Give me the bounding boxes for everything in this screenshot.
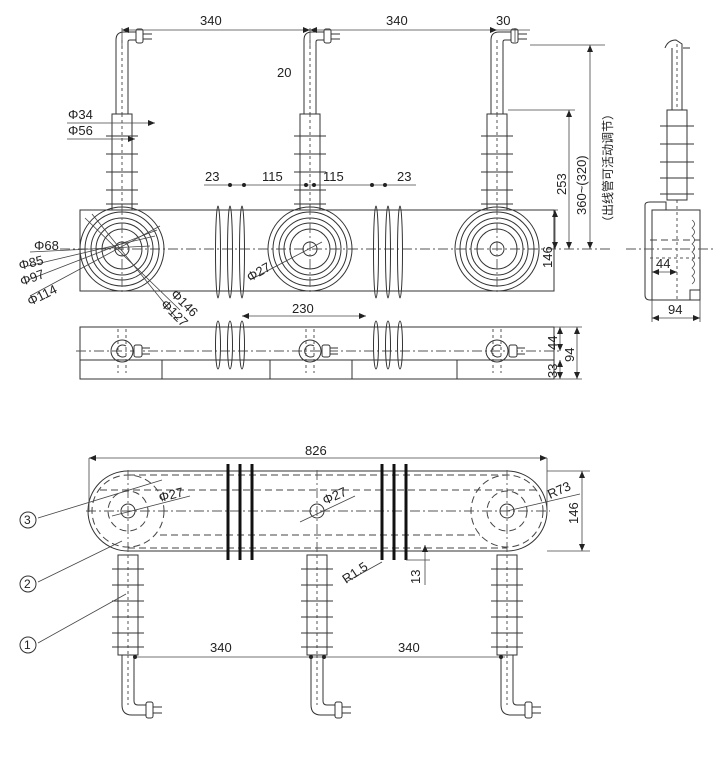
dim-front-44: 44	[545, 336, 560, 350]
dim-phi68: Φ68	[34, 238, 59, 253]
dim-826: 826	[305, 443, 327, 458]
dim-360-320: 360~(320)	[574, 155, 589, 215]
callout-3: 3	[19, 511, 37, 529]
dim-20: 20	[277, 65, 291, 80]
dim-side-44: 44	[656, 256, 670, 271]
dim-340-left: 340	[200, 13, 222, 28]
dim-phi56: Φ56	[68, 123, 93, 138]
dim-phi27-bottom-mid: Φ27	[320, 484, 349, 508]
dim-340-right: 340	[386, 13, 408, 28]
dim-146-bottom: 146	[566, 502, 581, 524]
dim-13: 13	[408, 570, 423, 584]
svg-text:2: 2	[24, 577, 31, 591]
note-outlet-adjustable: （出线管可活动调节）	[600, 108, 615, 228]
callout-2: 2	[19, 575, 37, 593]
dim-phi34: Φ34	[68, 107, 93, 122]
dim-front-94: 94	[562, 348, 577, 362]
front-view: 230 44 33 94	[76, 301, 582, 380]
dim-phi85: Φ85	[17, 252, 45, 273]
dim-115-left: 115	[262, 169, 283, 184]
dim-side-94: 94	[668, 302, 682, 317]
dim-phi27-top: Φ27	[244, 259, 273, 284]
svg-text:1: 1	[24, 638, 31, 652]
callout-1: 1	[19, 636, 37, 654]
dim-23-right: 23	[397, 169, 411, 184]
dim-115-right: 115	[323, 169, 344, 184]
dim-23-left: 23	[205, 169, 219, 184]
dim-230: 230	[292, 301, 314, 316]
dim-phi27-bottom-left: Φ27	[157, 484, 185, 505]
dim-30: 30	[496, 13, 510, 28]
dim-340-bottom-left: 340	[210, 640, 232, 655]
dim-r73: R73	[545, 478, 573, 501]
dim-253: 253	[554, 173, 569, 195]
bottom-view: 826 Φ27 Φ27 R73 146 R1.5 13 340 340	[19, 443, 590, 719]
svg-text:3: 3	[24, 513, 31, 527]
dim-340-bottom-right: 340	[398, 640, 420, 655]
dim-front-33: 33	[545, 364, 560, 378]
side-view: 44 94	[626, 39, 716, 322]
dim-r1-5: R1.5	[339, 559, 370, 587]
top-view: 340 340 30 20 Φ34 Φ56 Φ68 Φ85 Φ97 Φ114 Φ…	[17, 13, 615, 330]
dim-146-top: 146	[540, 246, 555, 268]
